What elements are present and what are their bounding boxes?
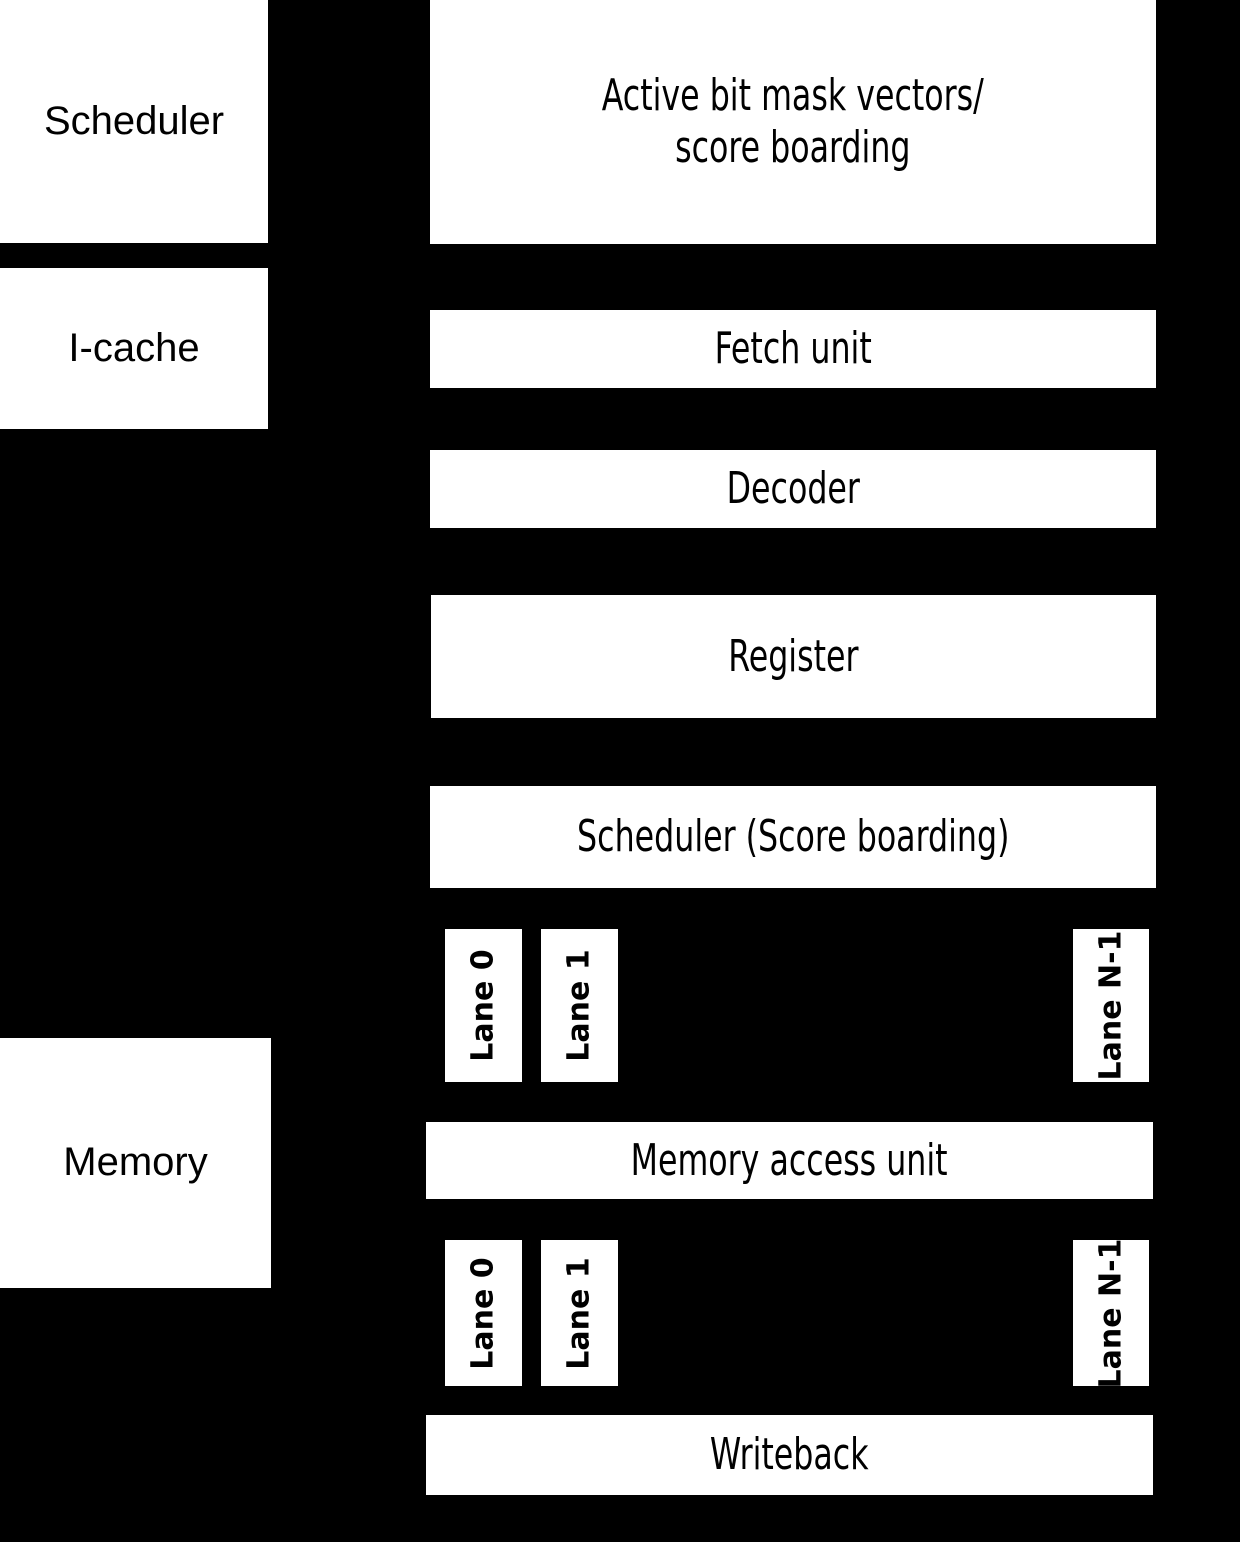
block-register-label: Register: [728, 630, 859, 682]
lane-label-memory-1: Lane 1: [562, 1256, 598, 1370]
lane-box-memory-0: Lane 0: [445, 1240, 522, 1386]
block-register: Register: [431, 595, 1156, 718]
block-active-bit-mask-vectors: Active bit mask vectors/ score boarding: [430, 0, 1156, 244]
block-i-cache-label: I-cache: [68, 325, 200, 370]
block-active-bit-mask-line2: score boarding: [675, 122, 911, 173]
block-memory-access-unit: Memory access unit: [426, 1122, 1153, 1199]
block-scheduler-score-boarding: Scheduler (Score boarding): [430, 786, 1156, 888]
lane-box-memory-1: Lane 1: [541, 1240, 618, 1386]
block-i-cache: I-cache: [0, 268, 268, 429]
lane-box-memory-n-1: Lane N-1: [1073, 1238, 1149, 1388]
block-active-bit-mask-text: Active bit mask vectors/ score boarding: [602, 70, 984, 174]
block-fetch-unit-label: Fetch unit: [714, 323, 872, 375]
block-active-bit-mask-line1: Active bit mask vectors/: [601, 70, 985, 122]
block-memory-access-unit-label: Memory access unit: [631, 1134, 948, 1186]
block-memory-label: Memory: [63, 1140, 208, 1185]
lane-label-execution-1: Lane 1: [562, 949, 598, 1062]
block-fetch-unit: Fetch unit: [430, 310, 1156, 388]
lane-label-memory-0: Lane 0: [466, 1256, 502, 1370]
block-memory: Memory: [0, 1038, 271, 1288]
block-scheduler-score-boarding-label: Scheduler (Score boarding): [576, 811, 1010, 863]
block-decoder-label: Decoder: [726, 463, 860, 515]
block-scheduler: Scheduler: [0, 0, 268, 243]
block-decoder: Decoder: [430, 450, 1156, 528]
lane-label-memory-n-1: Lane N-1: [1093, 1238, 1129, 1388]
lane-box-execution-1: Lane 1: [541, 929, 618, 1082]
block-scheduler-label: Scheduler: [43, 98, 225, 143]
lane-box-execution-n-1: Lane N-1: [1073, 929, 1149, 1082]
block-writeback: Writeback: [426, 1415, 1153, 1495]
lane-box-execution-0: Lane 0: [445, 929, 522, 1082]
lane-label-execution-n-1: Lane N-1: [1093, 930, 1129, 1081]
lane-label-execution-0: Lane 0: [466, 949, 502, 1062]
block-writeback-label: Writeback: [710, 1429, 869, 1481]
